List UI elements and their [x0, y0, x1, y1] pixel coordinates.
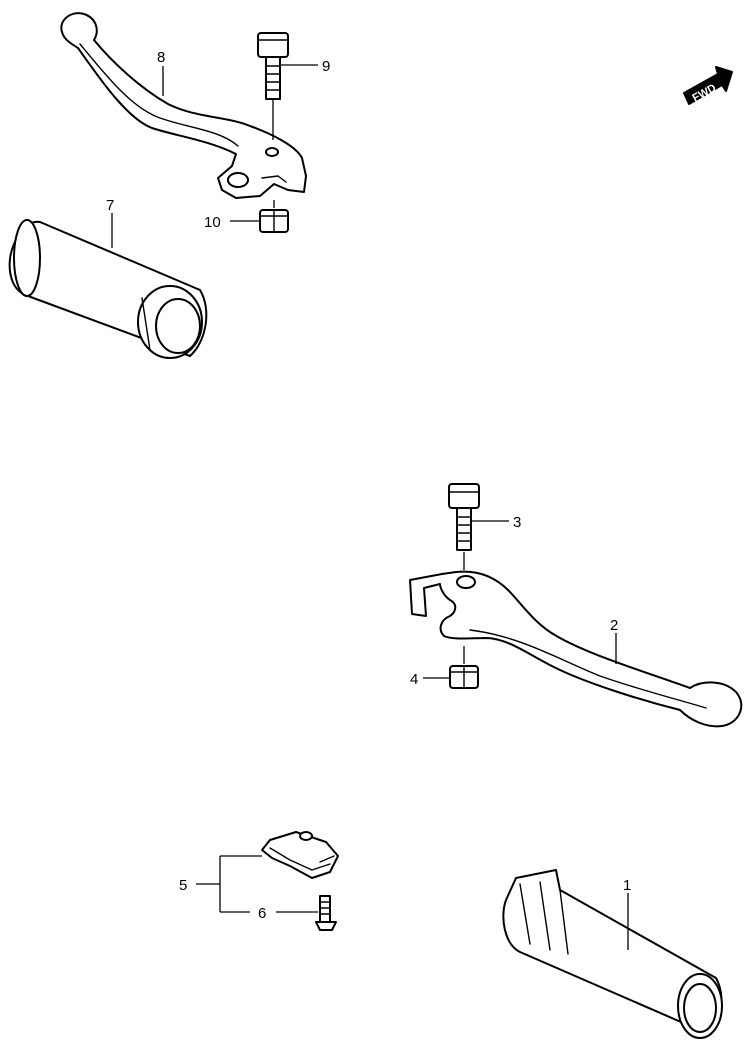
- part-9-bolt: [257, 32, 289, 100]
- callout-9: 9: [322, 58, 330, 75]
- callout-7: 7: [106, 197, 114, 214]
- callout-6: 6: [258, 905, 266, 922]
- callout-2: 2: [610, 617, 618, 634]
- part-7-grip: [8, 219, 208, 359]
- part-10-nut: [259, 209, 289, 233]
- part-3-bolt: [448, 483, 480, 551]
- part-6-screw: [315, 895, 337, 931]
- part-1-grip: [502, 869, 723, 1039]
- callout-1: 1: [623, 877, 631, 894]
- forward-arrow-icon: FWD: [683, 66, 733, 105]
- callout-labels: 8 9 10 7 3 2 4 5 6 1: [106, 49, 631, 922]
- callout-8: 8: [157, 49, 165, 66]
- leader-5: [196, 855, 262, 913]
- callout-5: 5: [179, 877, 187, 894]
- part-8-lever: [60, 12, 307, 199]
- part-2-lever: [409, 570, 743, 728]
- part-4-nut: [449, 665, 479, 689]
- part-5-switch: [261, 831, 339, 879]
- leader-lines: [111, 64, 629, 950]
- callout-3: 3: [513, 514, 521, 531]
- callout-10: 10: [204, 214, 221, 231]
- callout-4: 4: [410, 671, 418, 688]
- fwd-label: FWD: [690, 82, 718, 104]
